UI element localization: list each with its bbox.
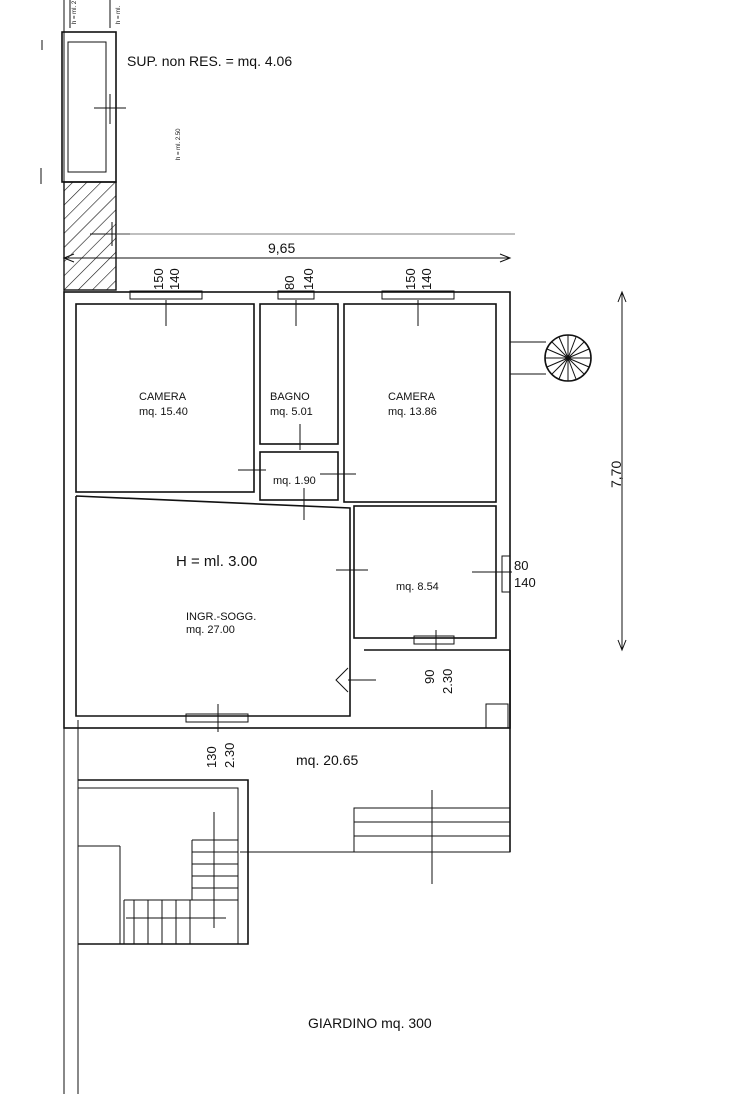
- win-camera-left-top: 150: [151, 268, 166, 290]
- exterior-stairs: [78, 779, 249, 945]
- kitchen-area: mq. 8.54: [396, 581, 439, 593]
- win-camera-left-bottom: 140: [167, 268, 182, 290]
- height-note-top-b: h = ml.: [116, 5, 122, 24]
- camera-right-walls: [343, 290, 497, 503]
- door-living-top: 130: [204, 746, 219, 768]
- door-living-bottom: 2.30: [222, 743, 237, 768]
- portico-area: mq. 20.65: [296, 752, 358, 768]
- overall-height-dimension: [617, 290, 627, 652]
- win-bagno-bottom: 140: [301, 268, 316, 290]
- living-height: H = ml. 3.00: [176, 553, 257, 570]
- garden-label: GIARDINO mq. 300: [308, 1015, 432, 1031]
- win-camera-right-bottom: 140: [419, 268, 434, 290]
- living-name: INGR.-SOGG.: [186, 611, 256, 623]
- height-note-top-a: h = ml. 2: [72, 0, 78, 24]
- hall-area: mq. 1.90: [273, 475, 316, 487]
- disimpegno-walls: [238, 451, 356, 520]
- win-bagno-top: 80: [282, 276, 297, 290]
- camera-left-walls: [75, 290, 255, 493]
- door-kitchen-bottom: 2.30: [440, 669, 455, 694]
- overall-width-label: 9,65: [268, 240, 295, 256]
- spiral-stair-icon: [510, 334, 592, 382]
- overall-width-dimension: [62, 233, 515, 263]
- sup-non-res-label: SUP. non RES. = mq. 4.06: [127, 53, 292, 69]
- living-area: mq. 27.00: [186, 624, 235, 636]
- portico: [240, 703, 511, 884]
- camera-left-name: CAMERA: [139, 391, 187, 403]
- outer-walls: [63, 291, 511, 852]
- camera-right-name: CAMERA: [388, 391, 436, 403]
- bagno-area: mq. 5.01: [270, 406, 313, 418]
- kitchen-walls: [353, 505, 512, 650]
- left-boundary-wall: [40, 0, 79, 1094]
- storage-room: [61, 0, 126, 183]
- camera-right-area: mq. 13.86: [388, 406, 437, 418]
- bagno-walls: [259, 290, 339, 450]
- overall-height-label: 7,70: [608, 461, 624, 488]
- camera-left-area: mq. 15.40: [139, 406, 188, 418]
- door-kitchen-top: 90: [422, 670, 437, 684]
- win-side-top: 80: [514, 558, 528, 573]
- win-camera-right-top: 150: [403, 268, 418, 290]
- height-note-side: h = ml. 2.50: [176, 128, 182, 160]
- living-walls: [75, 495, 376, 732]
- hatched-wall: [63, 181, 130, 291]
- win-side-bottom: 140: [514, 575, 536, 590]
- bagno-name: BAGNO: [270, 391, 310, 403]
